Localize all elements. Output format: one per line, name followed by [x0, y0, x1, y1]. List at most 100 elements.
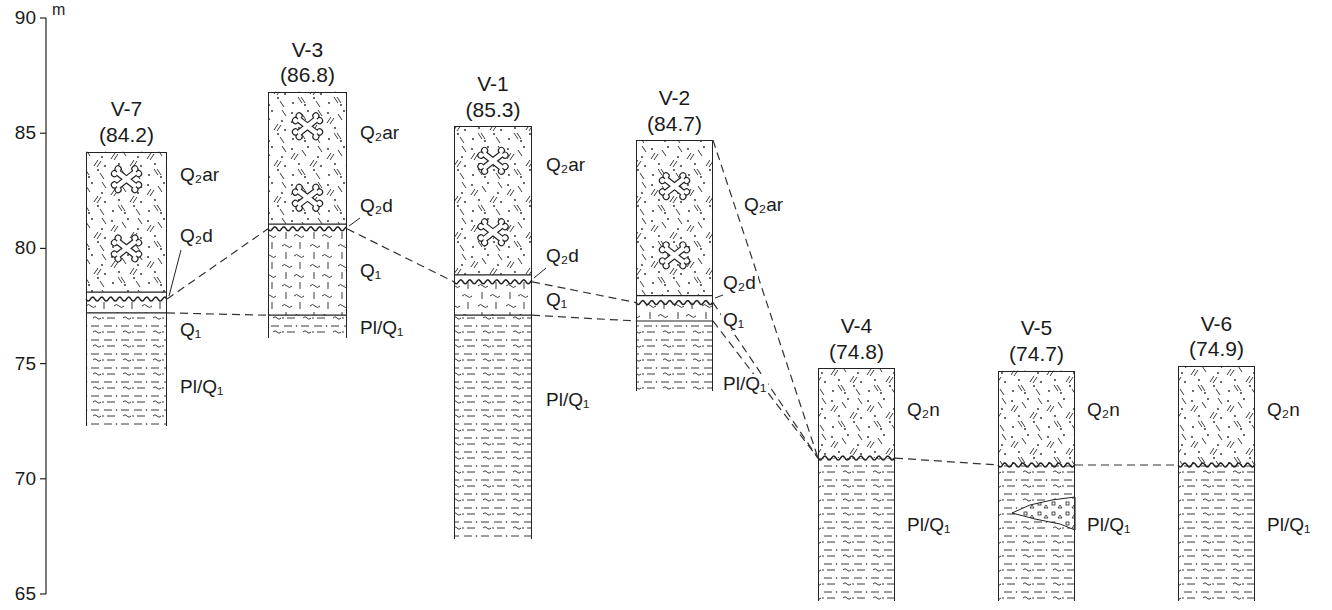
leader-line	[715, 295, 723, 298]
elevation-axis	[40, 18, 46, 594]
label-holder: Q₁	[721, 310, 746, 330]
unconformity-line	[454, 280, 532, 284]
column-heading: V-2(84.7)	[647, 85, 702, 141]
axis-label: 90	[13, 8, 38, 28]
label-holder: 90	[13, 8, 38, 28]
layer-label: Pl/Q₁	[544, 390, 591, 410]
bone-symbol	[476, 145, 510, 176]
well-elevation: (74.9)	[1189, 336, 1244, 362]
label-holder: Q₂d	[721, 273, 758, 293]
lithology-fill	[818, 458, 895, 601]
label-holder: 70	[13, 469, 38, 489]
label-holder: Q₂ar	[742, 195, 785, 215]
column-heading: V-6(74.9)	[1189, 311, 1244, 367]
layer-label: Q₂n	[1265, 400, 1302, 420]
correlation-line	[347, 229, 454, 282]
breccia-lens	[1012, 497, 1075, 530]
borehole-column: V-5(74.7)	[998, 371, 1075, 601]
axis-label: 80	[13, 238, 38, 258]
correlation-line	[713, 321, 818, 458]
layer-label: Pl/Q₁	[178, 377, 225, 397]
layer-boundary	[86, 312, 167, 313]
bone-symbol	[109, 233, 143, 264]
correlation-line	[713, 303, 818, 459]
borehole-column: V-7(84.2)	[86, 152, 167, 426]
label-holder: Q₁	[178, 320, 203, 340]
lithology-fill	[268, 229, 347, 315]
label-holder: Q₂ar	[178, 165, 221, 185]
unconformity-line	[1178, 463, 1255, 467]
lithology-fill	[268, 92, 347, 224]
lithology-fill	[1178, 465, 1255, 601]
layer-label: Q₁	[721, 310, 746, 330]
lithology-fill	[86, 152, 167, 293]
bone-symbol	[290, 111, 324, 142]
label-holder: Q₂d	[544, 246, 581, 266]
layer-label: Pl/Q₁	[905, 515, 952, 535]
layer-boundary	[86, 292, 167, 293]
column-heading: V-1(85.3)	[466, 71, 521, 127]
leader-line	[169, 250, 181, 296]
lithology-fill	[454, 126, 532, 275]
well-elevation: (84.7)	[647, 111, 702, 137]
label-holder: Q₂d	[178, 226, 215, 246]
layer-label: Q₂d	[358, 196, 395, 216]
leader-line	[349, 218, 360, 226]
column-heading: V-4(74.8)	[829, 313, 884, 369]
axis-label: m	[50, 2, 67, 19]
label-holder: Q₁	[544, 290, 569, 310]
lithology-fill	[636, 303, 713, 321]
label-holder: Pl/Q₁	[1085, 515, 1132, 535]
unconformity-line	[636, 301, 713, 305]
layer-label: Q₁	[358, 261, 383, 281]
bone-symbol	[476, 217, 510, 248]
axis-label: 70	[13, 469, 38, 489]
label-holder: Pl/Q₁	[721, 374, 768, 394]
unconformity-line	[818, 456, 895, 460]
leader-line	[534, 268, 546, 278]
unconformity-line	[86, 297, 167, 301]
layer-label: Q₂ar	[544, 155, 587, 175]
label-holder: 85	[13, 123, 38, 143]
label-holder: 75	[13, 354, 38, 374]
layer-label: Q₂n	[1085, 400, 1122, 420]
label-holder: Pl/Q₁	[905, 515, 952, 535]
unconformity-line	[998, 463, 1075, 467]
layer-label: Q₂ar	[742, 195, 785, 215]
borehole-column: V-3(86.8)	[268, 92, 347, 339]
well-elevation: (74.7)	[1009, 341, 1064, 367]
well-name: V-2	[647, 85, 702, 111]
layer-boundary	[268, 315, 347, 316]
lithology-fill	[86, 313, 167, 426]
unconformity-line	[268, 227, 347, 231]
label-holder: Q₂ar	[358, 123, 401, 143]
label-holder: Q₂n	[1085, 400, 1122, 420]
well-name: V-1	[466, 71, 521, 97]
borehole-column: V-4(74.8)	[818, 368, 895, 601]
layer-label: Q₂d	[544, 246, 581, 266]
label-holder: Pl/Q₁	[358, 318, 405, 338]
well-name: V-3	[280, 37, 335, 63]
layer-label: Q₂ar	[358, 123, 401, 143]
axis-label: 65	[13, 584, 38, 604]
label-holder: Pl/Q₁	[178, 377, 225, 397]
layer-label: Pl/Q₁	[358, 318, 405, 338]
well-name: V-6	[1189, 311, 1244, 337]
well-elevation: (74.8)	[829, 339, 884, 365]
axis-label: 75	[13, 354, 38, 374]
well-elevation: (85.3)	[466, 97, 521, 123]
lithology-fill	[818, 368, 895, 458]
lithology-fill	[998, 371, 1075, 465]
well-name: V-4	[829, 313, 884, 339]
bone-symbol	[657, 240, 691, 271]
layer-label: Q₁	[178, 320, 203, 340]
lithology-fill	[998, 465, 1075, 601]
borehole-column: V-2(84.7)	[636, 140, 713, 391]
layer-label: Q₂n	[905, 400, 942, 420]
bone-symbol	[109, 164, 143, 195]
lithology-fill	[1178, 366, 1255, 465]
label-holder: Q₂d	[358, 196, 395, 216]
well-elevation: (86.8)	[280, 62, 335, 88]
bone-symbol	[290, 182, 324, 213]
layer-boundary	[268, 224, 347, 225]
